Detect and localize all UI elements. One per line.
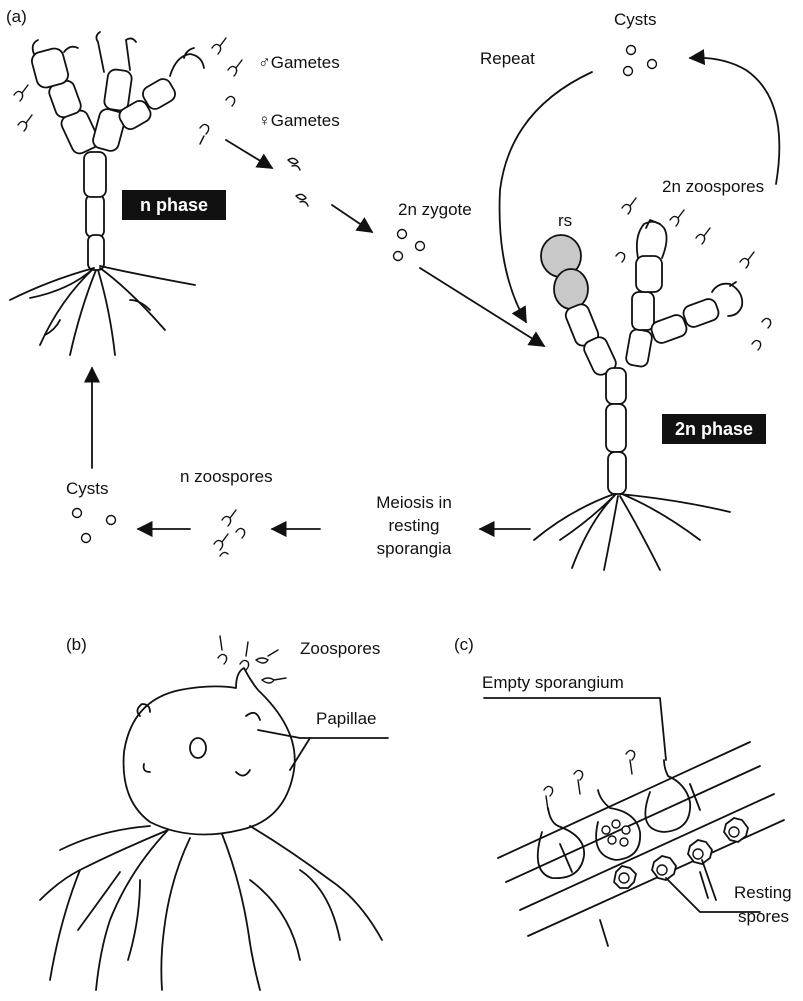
n-phase-badge: n phase bbox=[122, 190, 226, 220]
empty-sporangium-label: Empty sporangium bbox=[482, 673, 624, 692]
meiosis-line1: Meiosis in bbox=[376, 493, 452, 512]
resting-label-line1: Resting bbox=[734, 883, 792, 902]
2n-phase-badge-text: 2n phase bbox=[675, 419, 753, 439]
zoospores-2n-label: 2n zoospores bbox=[662, 177, 764, 196]
panel-a-label: (a) bbox=[6, 7, 27, 26]
2n-phase-thallus bbox=[534, 220, 742, 570]
zoospores-b-swimmers bbox=[218, 636, 286, 683]
zygote-dots bbox=[394, 230, 425, 261]
cysts-left-label: Cysts bbox=[66, 479, 109, 498]
meiosis-line2: resting bbox=[388, 516, 439, 535]
female-gametes-label: ♀Gametes bbox=[258, 111, 340, 130]
panel-b-label: (b) bbox=[66, 635, 87, 654]
fusing-gametes bbox=[288, 158, 308, 206]
n-phase-badge-text: n phase bbox=[140, 195, 208, 215]
empty-sporangium-leader bbox=[484, 698, 666, 760]
male-gametes-label: ♂Gametes bbox=[258, 53, 340, 72]
rs-label: rs bbox=[558, 211, 572, 230]
n-zoospores-swimmers bbox=[214, 510, 245, 556]
repeat-label: Repeat bbox=[480, 49, 535, 68]
cycle-arrows bbox=[92, 58, 779, 529]
papillae-label: Papillae bbox=[316, 709, 377, 728]
cysts-top-label: Cysts bbox=[614, 10, 657, 29]
cysts-top-dots bbox=[624, 46, 657, 76]
2n-phase-badge: 2n phase bbox=[662, 414, 766, 444]
meiosis-line3: sporangia bbox=[377, 539, 452, 558]
panel-c-label: (c) bbox=[454, 635, 474, 654]
zoospores-b-label: Zoospores bbox=[300, 639, 380, 658]
resting-sporangium-2 bbox=[554, 269, 588, 309]
zygote-label: 2n zygote bbox=[398, 200, 472, 219]
resting-label-line2: spores bbox=[738, 907, 789, 926]
cysts-left-dots bbox=[73, 509, 116, 543]
n-zoospores-label: n zoospores bbox=[180, 467, 273, 486]
